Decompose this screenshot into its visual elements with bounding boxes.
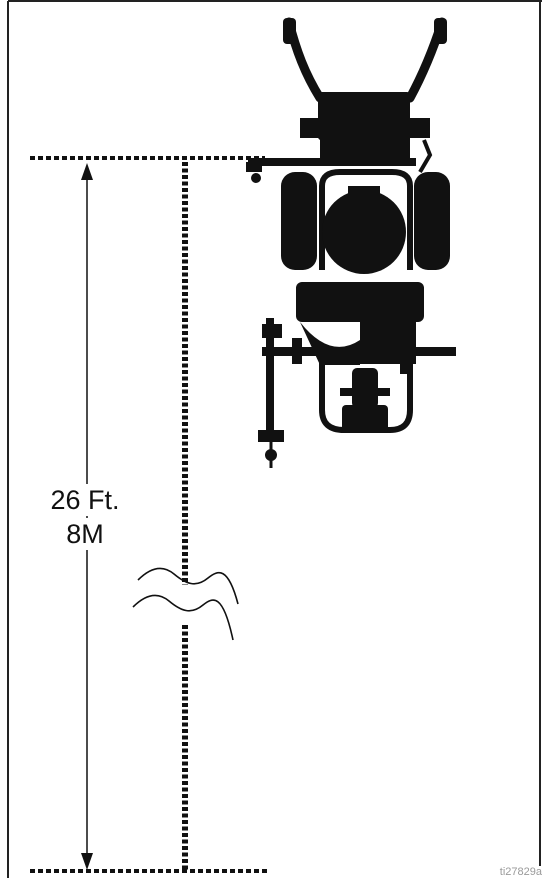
- dimension-label-feet: 26 Ft.: [30, 484, 140, 516]
- figure-frame: [7, 0, 542, 878]
- arrow-up-icon: [81, 163, 93, 180]
- dimension-label-meters: 8M: [30, 518, 140, 550]
- line-striper-topview-icon: [246, 17, 456, 468]
- break-symbol-icon: [132, 567, 239, 641]
- dimension-arrow: [81, 163, 93, 870]
- figure-reference-id: ti27829a: [499, 866, 542, 878]
- arrow-down-icon: [81, 853, 93, 870]
